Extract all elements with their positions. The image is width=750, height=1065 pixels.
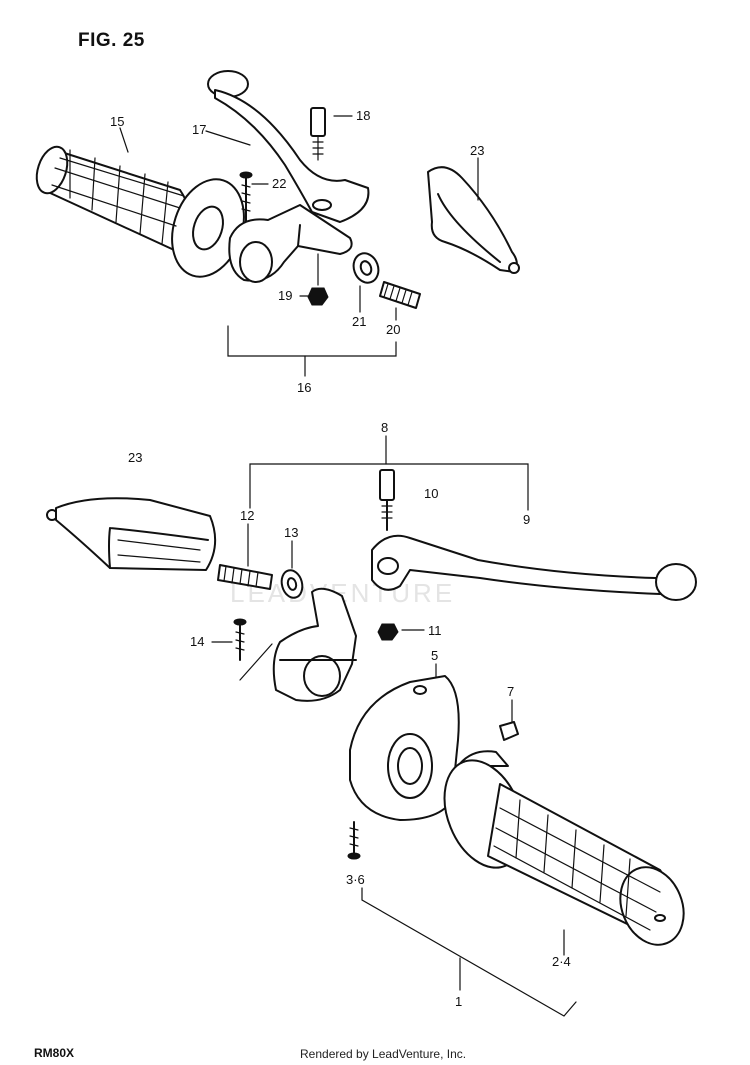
washer-21 (352, 252, 380, 284)
brake-lever-bracket (239, 587, 357, 702)
callout-9: 9 (523, 512, 530, 527)
callout-11: 11 (428, 623, 442, 638)
callout-19: 19 (278, 288, 292, 303)
throttle-grip (443, 750, 685, 946)
callout-7: 7 (507, 684, 514, 699)
adjuster-bolt-12 (217, 523, 273, 590)
callout-23-bottom: 23 (128, 450, 142, 465)
lever-cover-top (427, 166, 520, 274)
lever-cover-bottom (46, 497, 217, 571)
callout-12: 12 (240, 508, 254, 523)
callout-3-6: 3·6 (346, 872, 365, 887)
callout-16: 16 (297, 380, 311, 395)
callout-8: 8 (381, 420, 388, 435)
washer-13 (280, 540, 304, 599)
callout-10: 10 (424, 486, 438, 501)
throttle-housing (349, 663, 460, 821)
model-code: RM80X (34, 1046, 75, 1060)
callout-20: 20 (386, 322, 400, 337)
callout-23-top: 23 (470, 143, 484, 158)
bracket-screw-14 (211, 618, 247, 661)
nut-19 (307, 253, 329, 306)
callout-15: 15 (110, 114, 124, 129)
lever-bolt-10 (379, 469, 395, 531)
brake-lever (371, 534, 697, 601)
clutch-lever (207, 70, 370, 223)
lever-bolt-18 (310, 107, 326, 161)
roller-7 (499, 699, 519, 741)
callout-5: 5 (431, 648, 438, 663)
callout-21: 21 (352, 314, 366, 329)
callout-22: 22 (272, 176, 286, 191)
callout-18: 18 (356, 108, 370, 123)
figure-title: FIG. 25 (78, 30, 145, 51)
nut-11 (377, 623, 425, 641)
callout-2-4: 2·4 (552, 954, 571, 969)
callout-13: 13 (284, 525, 298, 540)
callout-14: 14 (190, 634, 204, 649)
render-credit: Rendered by LeadVenture, Inc. (300, 1047, 467, 1061)
bracket-screw-22 (239, 171, 253, 223)
callout-1: 1 (455, 994, 462, 1009)
adjuster-bolt-20 (379, 281, 421, 309)
housing-screw (347, 821, 361, 860)
left-grip (35, 145, 245, 278)
clutch-lever-bracket (228, 204, 353, 283)
callout-17: 17 (192, 122, 206, 137)
